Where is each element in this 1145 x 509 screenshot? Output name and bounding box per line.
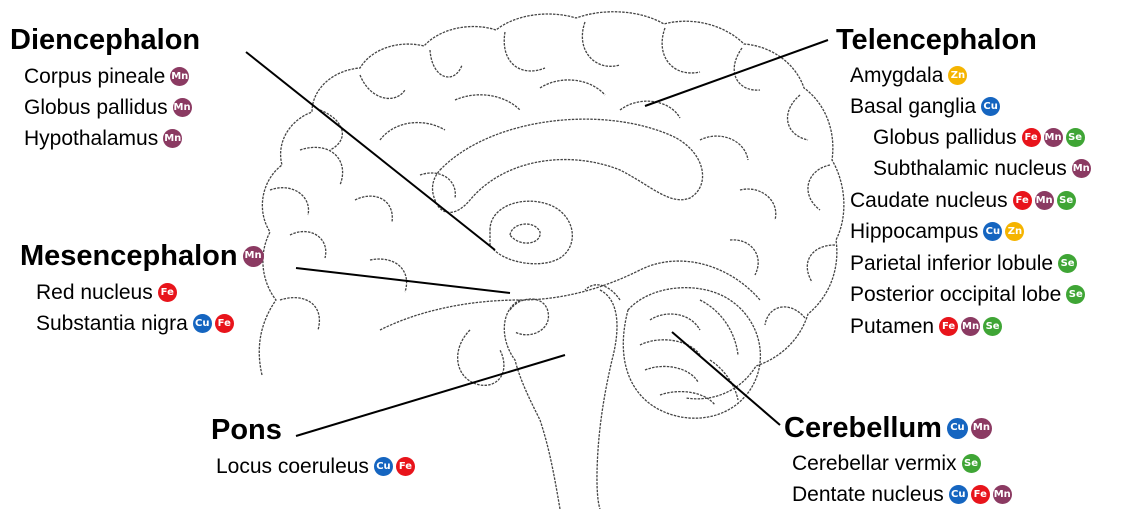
element-badge-mn: Mn	[971, 418, 992, 439]
telencephalon-leader	[645, 40, 828, 106]
pons-leader	[296, 355, 565, 436]
element-badge-mn: Mn	[243, 246, 264, 267]
element-badge-mn: Mn	[170, 67, 189, 86]
element-badge-fe: Fe	[939, 317, 958, 336]
thalamus-shape	[490, 201, 572, 264]
element-badge-mn: Mn	[163, 129, 182, 148]
element-badge-zn: Zn	[948, 66, 967, 85]
lateral-sulcus	[380, 261, 760, 330]
pons-title: Pons	[211, 414, 282, 446]
element-badge-se: Se	[1066, 128, 1085, 147]
element-badge-mn: Mn	[1035, 191, 1054, 210]
element-badge-cu: Cu	[981, 97, 1000, 116]
element-badge-se: Se	[1057, 191, 1076, 210]
element-badge-fe: Fe	[1022, 128, 1041, 147]
element-badge-fe: Fe	[1013, 191, 1032, 210]
element-badge-fe: Fe	[971, 485, 990, 504]
element-badge-mn: Mn	[993, 485, 1012, 504]
element-badge-se: Se	[983, 317, 1002, 336]
cerebrum-outline	[259, 12, 844, 399]
brainstem-outline	[504, 290, 617, 509]
diencephalon-leader	[246, 52, 495, 250]
diencephalon-title: Diencephalon	[10, 24, 200, 56]
element-badge-mn: Mn	[1044, 128, 1063, 147]
element-badge-se: Se	[1058, 254, 1077, 273]
element-badge-cu: Cu	[947, 418, 968, 439]
element-badge-mn: Mn	[173, 98, 192, 117]
cerebellum-folia	[585, 285, 738, 405]
corpus-callosum	[433, 119, 703, 212]
temporal-lobe	[458, 330, 504, 385]
element-badge-fe: Fe	[396, 457, 415, 476]
midbrain-shape	[510, 299, 548, 335]
element-badge-se: Se	[1066, 285, 1085, 304]
element-badge-cu: Cu	[949, 485, 968, 504]
element-badge-cu: Cu	[193, 314, 212, 333]
element-badge-cu: Cu	[983, 222, 1002, 241]
element-badge-se: Se	[962, 454, 981, 473]
telencephalon-title: Telencephalon	[836, 24, 1037, 56]
element-badge-zn: Zn	[1005, 222, 1024, 241]
element-badge-fe: Fe	[215, 314, 234, 333]
element-badge-mn: Mn	[961, 317, 980, 336]
element-badge-fe: Fe	[158, 283, 177, 302]
element-badge-mn: Mn	[1072, 159, 1091, 178]
element-badge-cu: Cu	[374, 457, 393, 476]
mesencephalon-leader	[296, 268, 510, 293]
